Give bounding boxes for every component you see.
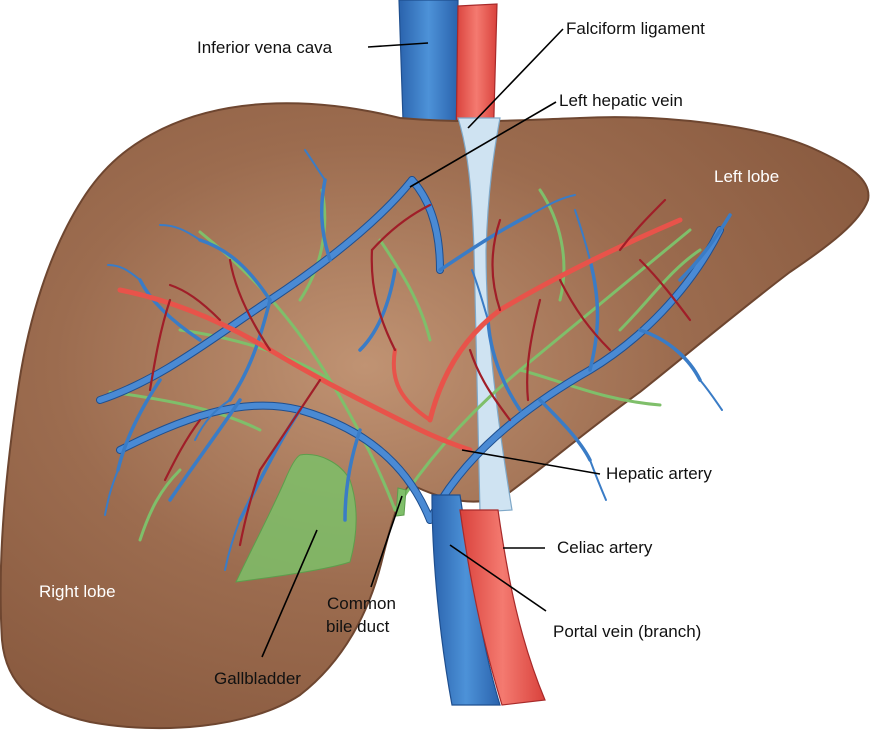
label-left-lobe: Left lobe (714, 167, 779, 186)
celiac-artery-lower-vessel (459, 509, 546, 706)
label-gallbladder: Gallbladder (214, 669, 301, 688)
liver-body (0, 102, 870, 730)
label-falciform-ligament: Falciform ligament (566, 19, 705, 38)
leader-lines (261, 28, 601, 658)
leader-gallbladder (261, 529, 318, 658)
falciform-ligament-shape (457, 117, 513, 513)
hepatic-vein-network (96, 149, 732, 571)
leader-portal-vein (449, 544, 547, 612)
label-hepatic-artery: Hepatic artery (606, 464, 712, 483)
label-celiac-artery: Celiac artery (557, 538, 653, 557)
label-left-hepatic-vein: Left hepatic vein (559, 91, 683, 110)
label-common-bile-duct-line1: Common (327, 594, 396, 613)
leader-common-bile-duct (370, 495, 403, 588)
hepatic-artery-network (117, 198, 692, 547)
label-common-bile-duct-line2: bile duct (326, 617, 390, 636)
leader-hepatic-artery (461, 449, 601, 475)
label-right-lobe: Right lobe (39, 582, 116, 601)
leader-falciform-ligament (467, 28, 564, 129)
common-bile-duct-vessel (395, 487, 407, 517)
label-portal-vein-branch: Portal vein (branch) (553, 622, 701, 641)
label-inferior-vena-cava: Inferior vena cava (197, 38, 333, 57)
leader-left-hepatic-vein (409, 101, 557, 188)
gallbladder-organ (235, 453, 357, 583)
leader-inferior-vena-cava (367, 42, 429, 48)
